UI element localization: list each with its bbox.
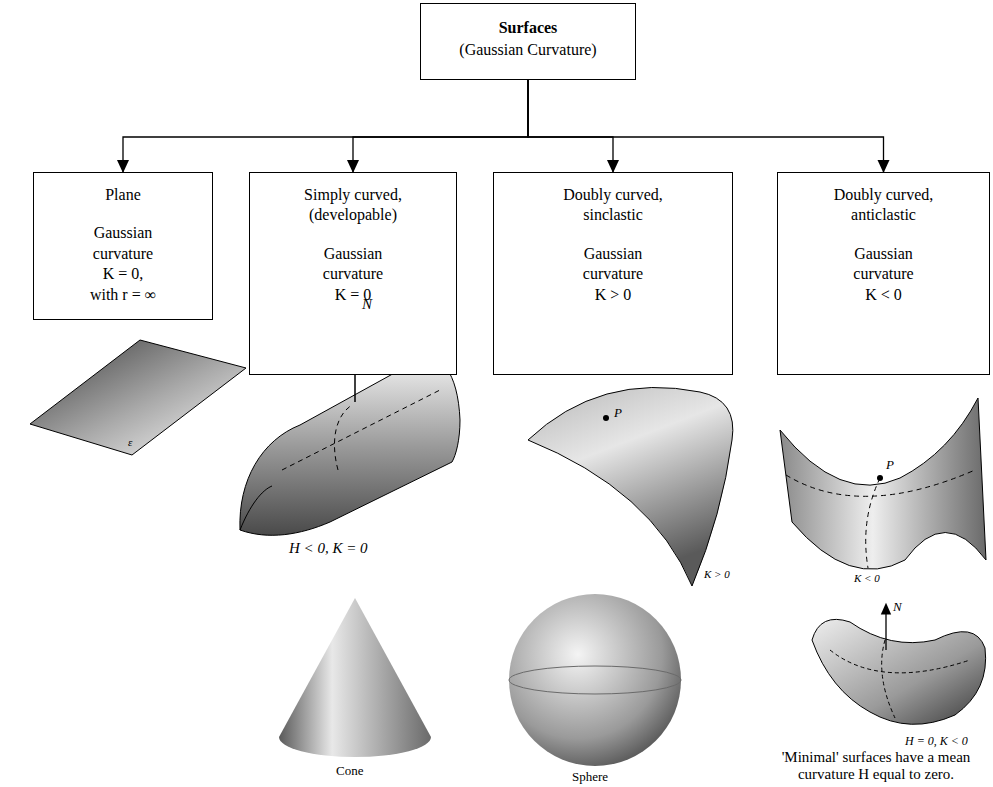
box-body: Gaussian curvature K > 0: [577, 244, 649, 305]
tree-connector: [353, 80, 528, 172]
box-heading: Surfaces: [428, 18, 628, 38]
shape-name: Sphere: [572, 770, 608, 784]
point-label: P: [614, 406, 622, 420]
box-heading: Plane: [43, 185, 203, 205]
category-box: PlaneGaussian curvature K = 0, with r = …: [33, 172, 213, 320]
box-body: (Gaussian Curvature): [428, 40, 628, 60]
box-body: Gaussian curvature K < 0: [848, 244, 920, 305]
curvature-caption: H = 0, K < 0: [905, 735, 968, 748]
root-box: Surfaces(Gaussian Curvature): [420, 3, 636, 80]
tree-connector: [528, 80, 613, 172]
tree-connector: [123, 80, 528, 172]
box-heading: Doubly curved, sinclastic: [557, 185, 669, 226]
box-heading: Simply curved, (developable): [293, 185, 413, 226]
tree-connector: [528, 80, 884, 172]
category-box: Doubly curved, anticlasticGaussian curva…: [777, 172, 990, 375]
normal-label: N: [893, 600, 902, 614]
point-label: P: [886, 458, 894, 472]
curvature-caption: K < 0: [854, 572, 880, 584]
curvature-caption: H < 0, K = 0: [289, 540, 368, 557]
normal-label: N: [362, 296, 372, 313]
shape-name: Cone: [336, 764, 363, 778]
note-text: 'Minimal' surfaces have a mean curvature…: [763, 749, 989, 784]
box-body: Gaussian curvature K = 0: [317, 244, 389, 305]
box-body: Gaussian curvature K = 0, with r = ∞: [87, 223, 159, 305]
box-heading: Doubly curved, anticlastic: [828, 185, 940, 226]
category-box: Simply curved, (developable) Gaussian cur…: [249, 172, 457, 375]
curvature-caption: K > 0: [704, 568, 730, 580]
category-box: Doubly curved, sinclasticGaussian curvat…: [493, 172, 733, 375]
axis-label: ε: [128, 436, 132, 448]
